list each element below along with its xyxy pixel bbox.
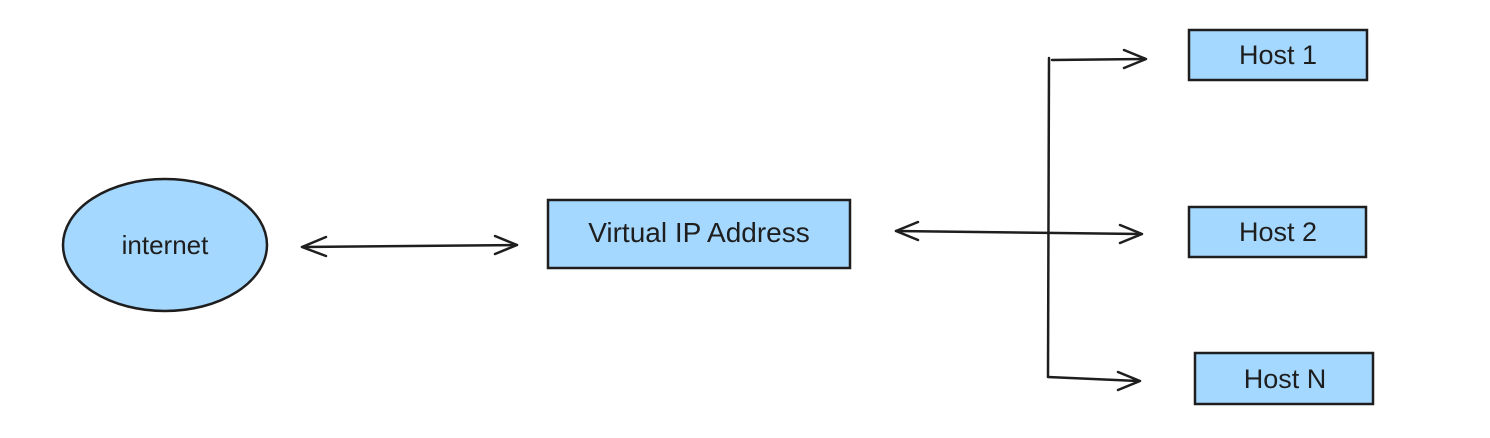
bus-to-hostN-line <box>1046 375 1140 383</box>
vip-node: Virtual IP Address <box>546 198 852 270</box>
vip-label: Virtual IP Address <box>588 217 810 248</box>
arrowhead-right <box>1118 223 1144 245</box>
arrowhead-left <box>300 235 328 258</box>
internet-node: internet <box>61 177 269 313</box>
vip-hosts-arrow <box>894 220 1144 245</box>
arrowhead-hostN <box>1116 370 1142 392</box>
arrowhead-right <box>493 234 519 256</box>
bus-vertical-line <box>1046 56 1051 379</box>
host1-label: Host 1 <box>1239 40 1317 70</box>
internet-vip-arrow <box>300 234 519 258</box>
arrowhead-host1 <box>1122 48 1148 70</box>
hostN-node: Host N <box>1193 351 1375 406</box>
hostN-box <box>1193 351 1375 406</box>
host2-node: Host 2 <box>1187 205 1368 259</box>
host2-box <box>1187 205 1368 259</box>
host1-node: Host 1 <box>1187 28 1369 82</box>
vip-box <box>546 198 852 270</box>
bus-to-host1-line <box>1050 57 1146 62</box>
arrowhead-left <box>894 220 920 242</box>
host-distribution-bus <box>1046 48 1148 392</box>
internet-label: internet <box>122 230 209 260</box>
host2-label: Host 2 <box>1239 217 1317 247</box>
internet-ellipse <box>61 177 269 313</box>
hostN-label: Host N <box>1244 364 1327 394</box>
host1-box <box>1187 28 1369 82</box>
